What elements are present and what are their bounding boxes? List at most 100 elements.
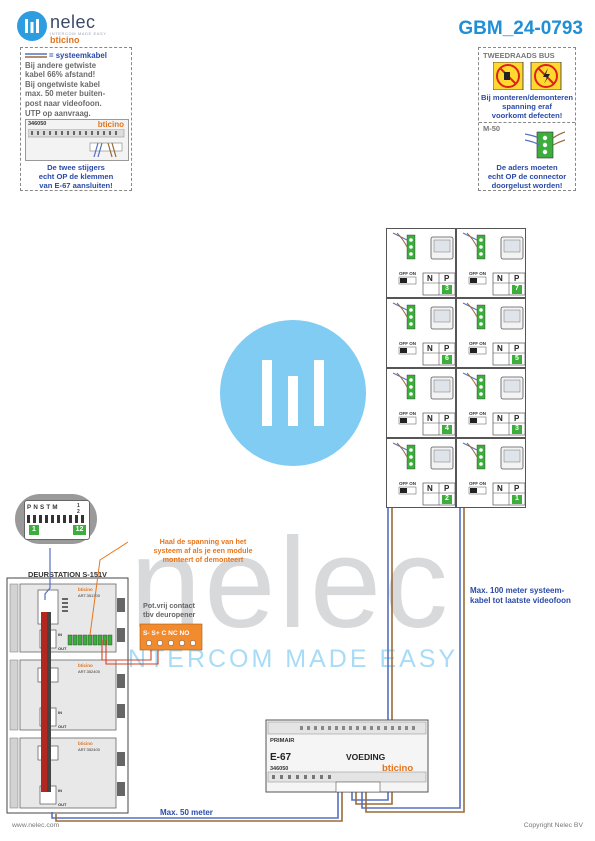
apartment-np-value: 5 xyxy=(515,355,519,362)
module-code: ART.352400 xyxy=(78,747,101,752)
dip-value-left: 1 xyxy=(29,525,39,535)
connector-line: doorgelust worden! xyxy=(491,181,563,190)
np-header-n: N xyxy=(497,414,503,423)
door-station-panel xyxy=(6,577,129,814)
module-brand: bticino xyxy=(78,587,93,592)
bus-connector-icon xyxy=(392,442,416,470)
np-header-n: N xyxy=(497,274,503,283)
primary-label: PRIMAIR xyxy=(270,738,295,744)
off-on-label: OFF ON xyxy=(469,411,486,416)
logo-brand: bticino xyxy=(50,35,80,45)
video-monitor-icon xyxy=(430,376,454,400)
np-header-n: N xyxy=(497,344,503,353)
apartment-unit: OFF ON N P 3 xyxy=(456,368,526,438)
off-on-label: OFF ON xyxy=(469,341,486,346)
apartment-unit: OFF ON N P 1 xyxy=(456,438,526,508)
bus-connector-icon xyxy=(392,372,416,400)
np-header-n: N xyxy=(427,274,433,283)
video-monitor-icon xyxy=(430,236,454,260)
np-header-n: N xyxy=(497,484,503,493)
np-header-p: P xyxy=(514,414,520,423)
apartment-np-value: 7 xyxy=(515,285,519,292)
np-header-p: P xyxy=(444,274,450,283)
note-line: post naar videofoon. xyxy=(25,98,102,108)
relay-caption-line: Pot.vrij contact xyxy=(143,601,195,610)
mini-module-terminals xyxy=(28,129,125,157)
out-label: OUT xyxy=(58,724,67,729)
note-line: Bij ongetwiste kabel xyxy=(25,79,100,89)
apartment-unit: OFF ON N P 5 xyxy=(456,298,526,368)
power-supply-e67 xyxy=(265,719,429,793)
apartment-np-value: 1 xyxy=(515,495,519,502)
m50-connector-icon xyxy=(525,131,565,159)
logo-tagline: INTERCOM MADE EASY xyxy=(50,31,107,36)
module-code: ART.352400 xyxy=(78,669,101,674)
apartment-unit: OFF ON N P 2 xyxy=(386,438,456,508)
off-on-label: OFF ON xyxy=(399,341,416,346)
off-on-label: OFF ON xyxy=(399,481,416,486)
warning-line: Haal de spanning van het xyxy=(159,537,247,546)
warning-line: systeem af als je een module xyxy=(153,546,253,555)
warning-line: Bij monteren/demonteren xyxy=(481,93,573,102)
off-on-label: OFF ON xyxy=(399,411,416,416)
logo-name: nelec xyxy=(50,12,96,32)
dip-labels: PNSTM xyxy=(27,504,60,511)
np-header-n: N xyxy=(427,344,433,353)
np-header-p: P xyxy=(514,484,520,493)
in-label: IN xyxy=(58,710,62,715)
system-cable-note: = systeemkabel Bij andere getwiste kabel… xyxy=(20,47,132,191)
video-monitor-icon xyxy=(500,236,524,260)
video-monitor-icon xyxy=(500,376,524,400)
mini-module-code: 346050 xyxy=(28,121,47,127)
bus-connector-icon xyxy=(462,232,486,260)
system-cable-legend: = systeemkabel xyxy=(49,51,107,60)
door-opener-relay xyxy=(139,623,203,651)
power-warning-note: Haal de spanning van het systeem af als … xyxy=(124,537,282,564)
relay-caption: Pot.vrij contact tbv deuropener xyxy=(143,601,195,619)
module-code: ART.351300 xyxy=(78,593,101,598)
apartment-unit: OFF ON N P 7 xyxy=(456,228,526,298)
caption-line: echt OP de klemmen xyxy=(38,172,114,181)
footer-copyright: Copyright Nelec BV xyxy=(523,822,583,829)
np-header-n: N xyxy=(427,484,433,493)
note-line: UTP op aanvraag. xyxy=(25,108,91,118)
door-station-title: DEURSTATION S-151V xyxy=(28,570,107,579)
bus-note-title: TWEEDRAADS BUS xyxy=(483,51,555,60)
caption-line: De twee stijgers xyxy=(47,163,105,172)
apartment-np-value: 6 xyxy=(445,355,449,362)
apartment-np-value: 3 xyxy=(515,425,519,432)
module-brand: bticino xyxy=(78,741,93,746)
bus-connector-icon xyxy=(462,372,486,400)
dip-value-right: 12 xyxy=(73,525,86,535)
apartment-np-value: 2 xyxy=(445,495,449,502)
np-header-p: P xyxy=(444,484,450,493)
video-monitor-icon xyxy=(430,306,454,330)
connector-line: De aders moeten xyxy=(496,163,558,172)
note-line: Bij andere getwiste xyxy=(25,60,97,70)
out-label: OUT xyxy=(58,802,67,807)
cable-length-50: Max. 50 meter xyxy=(160,808,213,817)
cable-length-100: Max. 100 meter systeem- kabel tot laatst… xyxy=(470,586,571,605)
nelec-logo-icon xyxy=(17,11,47,41)
bus-connector-icon xyxy=(392,302,416,330)
power-supply-title: VOEDING xyxy=(346,752,386,762)
np-header-p: P xyxy=(444,344,450,353)
document-id: GBM_24-0793 xyxy=(458,18,583,39)
bus-connector-icon xyxy=(462,442,486,470)
power-supply-code: 346050 xyxy=(270,766,288,772)
off-on-label: OFF ON xyxy=(399,271,416,276)
np-header-p: P xyxy=(514,344,520,353)
watermark-logo-icon xyxy=(220,320,366,466)
no-power-warning-icons xyxy=(493,62,562,90)
m50-label: M-50 xyxy=(483,124,501,133)
power-supply-brand: bticino xyxy=(382,763,413,774)
mini-module-brand: bticino xyxy=(97,120,124,129)
off-on-label: OFF ON xyxy=(469,271,486,276)
system-cable-legend-icon xyxy=(25,53,47,58)
apartment-unit: OFF ON N P 4 xyxy=(386,368,456,438)
apartment-unit: OFF ON N P 6 xyxy=(386,298,456,368)
in-label: IN xyxy=(58,788,62,793)
